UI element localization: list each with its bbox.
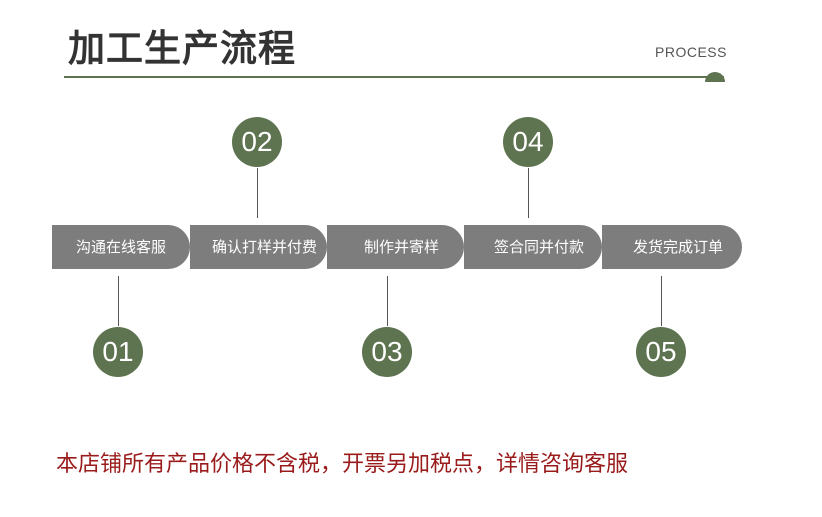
- step-node-02: 02: [232, 117, 282, 167]
- connector-line-02: [257, 168, 258, 218]
- step-node-05: 05: [636, 327, 686, 377]
- step-5-label: 发货完成订单: [632, 238, 723, 256]
- process-bar: 沟通在线客服 确认打样并付费 制作并寄样 签合同并付款 发货完成订单: [52, 223, 742, 271]
- step-1-label: 沟通在线客服: [75, 238, 166, 256]
- step-node-03: 03: [362, 327, 412, 377]
- page-title: 加工生产流程: [68, 27, 296, 70]
- title-rule: [64, 76, 724, 78]
- step-node-04: 04: [503, 117, 553, 167]
- tax-notice: 本店铺所有产品价格不含税，开票另加税点，详情咨询客服: [56, 452, 629, 477]
- page-subtitle: PROCESS: [655, 44, 727, 60]
- connector-line-05: [661, 276, 662, 326]
- connector-line-04: [528, 168, 529, 218]
- step-2-label: 确认打样并付费: [211, 238, 317, 256]
- step-4-label: 签合同并付款: [493, 238, 584, 256]
- step-3-label: 制作并寄样: [363, 238, 439, 256]
- step-5: 发货完成订单: [602, 225, 742, 269]
- title-rule-cap: [705, 72, 725, 82]
- connector-line-01: [118, 276, 119, 326]
- step-node-01: 01: [93, 327, 143, 377]
- step-2: 确认打样并付费: [190, 225, 327, 269]
- step-1: 沟通在线客服: [52, 225, 190, 269]
- step-3: 制作并寄样: [327, 225, 464, 269]
- connector-line-03: [387, 276, 388, 326]
- step-4: 签合同并付款: [464, 225, 602, 269]
